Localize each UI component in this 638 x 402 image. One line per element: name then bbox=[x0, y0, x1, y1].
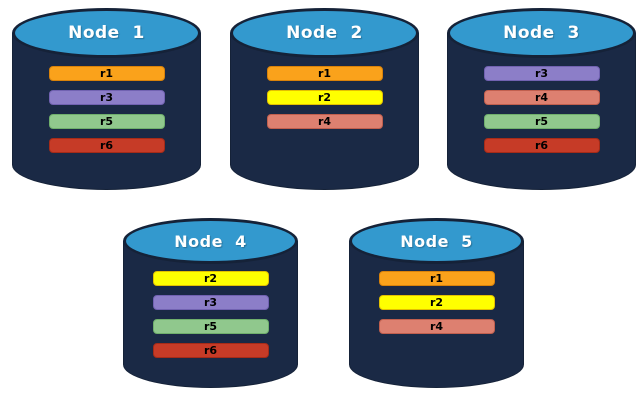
cylinder-top: Node 2 bbox=[230, 8, 419, 58]
replica-list: r1 r2 r4 bbox=[349, 271, 524, 334]
replica-bar-r1: r1 bbox=[266, 66, 383, 81]
node-2-cylinder: Node 2 r1 r2 r4 bbox=[230, 8, 419, 190]
replica-bar-r5: r5 bbox=[48, 114, 165, 129]
replica-bar-r2: r2 bbox=[378, 295, 495, 310]
cylinder-top: Node 4 bbox=[123, 218, 298, 264]
cylinder-body bbox=[230, 33, 419, 190]
replica-label: r4 bbox=[429, 320, 444, 333]
replica-bar-r1: r1 bbox=[378, 271, 495, 286]
replica-label: r3 bbox=[203, 296, 218, 309]
cylinder-body bbox=[447, 33, 636, 190]
replica-list: r1 r3 r5 r6 bbox=[12, 66, 201, 153]
replica-bar-r3: r3 bbox=[48, 90, 165, 105]
node-5-cylinder: Node 5 r1 r2 r4 bbox=[349, 218, 524, 388]
replica-bar-r3: r3 bbox=[152, 295, 269, 310]
replica-label: r2 bbox=[317, 91, 332, 104]
replica-bar-r4: r4 bbox=[483, 90, 600, 105]
cylinder-body bbox=[12, 33, 201, 190]
node-title: Node 1 bbox=[68, 23, 145, 43]
replica-label: r1 bbox=[317, 67, 332, 80]
replica-label: r1 bbox=[429, 272, 444, 285]
node-3-cylinder: Node 3 r3 r4 r5 r6 bbox=[447, 8, 636, 190]
replica-list: r2 r3 r5 r6 bbox=[123, 271, 298, 358]
replica-bar-r5: r5 bbox=[483, 114, 600, 129]
node-title: Node 3 bbox=[503, 23, 580, 43]
replica-bar-r1: r1 bbox=[48, 66, 165, 81]
node-4-cylinder: Node 4 r2 r3 r5 r6 bbox=[123, 218, 298, 388]
cylinder-body bbox=[123, 241, 298, 388]
node-title: Node 2 bbox=[286, 23, 363, 43]
cylinder-top: Node 5 bbox=[349, 218, 524, 264]
cylinder-body bbox=[349, 241, 524, 388]
node-title: Node 4 bbox=[174, 231, 247, 251]
node-1-cylinder: Node 1 r1 r3 r5 r6 bbox=[12, 8, 201, 190]
replica-bar-r6: r6 bbox=[483, 138, 600, 153]
replica-label: r2 bbox=[429, 296, 444, 309]
replica-label: r1 bbox=[99, 67, 114, 80]
replica-label: r3 bbox=[99, 91, 114, 104]
cylinder-top: Node 3 bbox=[447, 8, 636, 58]
replica-bar-r5: r5 bbox=[152, 319, 269, 334]
replica-list: r1 r2 r4 bbox=[230, 66, 419, 129]
replica-bar-r4: r4 bbox=[266, 114, 383, 129]
replica-label: r4 bbox=[317, 115, 332, 128]
replica-label: r3 bbox=[534, 67, 549, 80]
replica-bar-r4: r4 bbox=[378, 319, 495, 334]
replica-label: r6 bbox=[203, 344, 218, 357]
replica-label: r4 bbox=[534, 91, 549, 104]
replica-bar-r2: r2 bbox=[266, 90, 383, 105]
replica-label: r5 bbox=[99, 115, 114, 128]
replica-bar-r6: r6 bbox=[48, 138, 165, 153]
replica-list: r3 r4 r5 r6 bbox=[447, 66, 636, 153]
cylinder-top: Node 1 bbox=[12, 8, 201, 58]
replica-label: r5 bbox=[534, 115, 549, 128]
replica-label: r6 bbox=[534, 139, 549, 152]
replica-bar-r6: r6 bbox=[152, 343, 269, 358]
replica-bar-r3: r3 bbox=[483, 66, 600, 81]
node-title: Node 5 bbox=[400, 231, 473, 251]
replica-label: r6 bbox=[99, 139, 114, 152]
replica-bar-r2: r2 bbox=[152, 271, 269, 286]
replica-label: r2 bbox=[203, 272, 218, 285]
replica-label: r5 bbox=[203, 320, 218, 333]
